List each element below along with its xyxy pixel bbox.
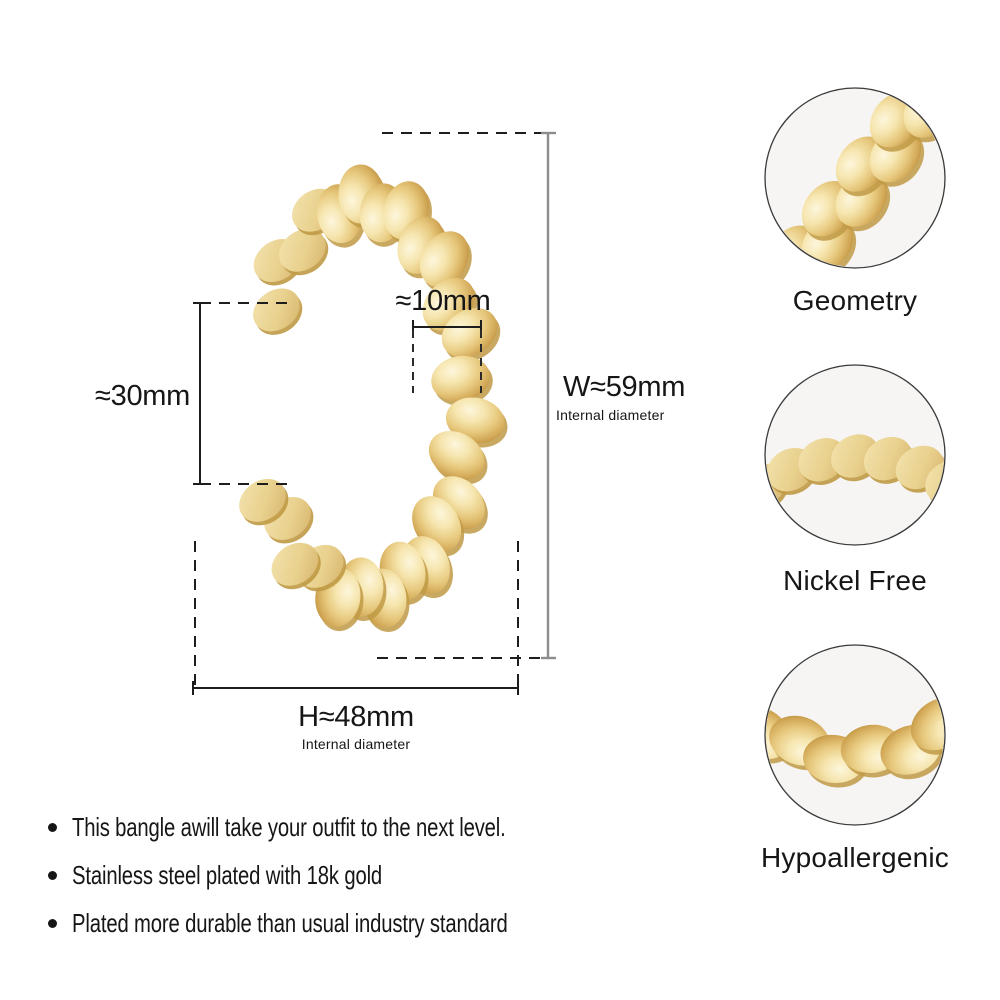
- dimension-lines: [192, 131, 556, 695]
- benefit-list: This bangle awill take your outfit to th…: [48, 803, 630, 947]
- benefit-item: Plated more durable than usual industry …: [48, 899, 630, 947]
- feature-label-nickel-free: Nickel Free: [783, 565, 927, 596]
- benefit-text: This bangle awill take your outfit to th…: [72, 811, 506, 842]
- width-label-group: W≈59mm Internal diameter: [556, 372, 685, 423]
- bullet-icon: [48, 870, 57, 880]
- bead-width-label: ≈10mm: [395, 285, 491, 317]
- bullet-icon: [48, 918, 57, 928]
- opening-label: ≈30mm: [95, 380, 190, 412]
- height-label: H≈48mm: [298, 701, 414, 733]
- benefit-item: Stainless steel plated with 18k gold: [48, 851, 630, 899]
- feature-label-hypoallergenic: Hypoallergenic: [760, 842, 949, 873]
- height-label-group: H≈48mm Internal diameter: [246, 702, 466, 752]
- bangle-product-image: [239, 164, 508, 632]
- benefit-text: Stainless steel plated with 18k gold: [72, 859, 383, 890]
- feature-label-geometry: Geometry: [792, 285, 918, 316]
- benefit-text: Plated more durable than usual industry …: [72, 907, 508, 938]
- benefit-item: This bangle awill take your outfit to th…: [48, 803, 630, 851]
- bangle-detail-nickel-free-image: [766, 434, 944, 511]
- width-label: W≈59mm: [563, 371, 686, 403]
- bullet-icon: [48, 822, 57, 832]
- height-note: Internal diameter: [301, 736, 411, 752]
- bangle-detail-hypoallergenic-image: [766, 673, 944, 788]
- width-note: Internal diameter: [556, 407, 665, 423]
